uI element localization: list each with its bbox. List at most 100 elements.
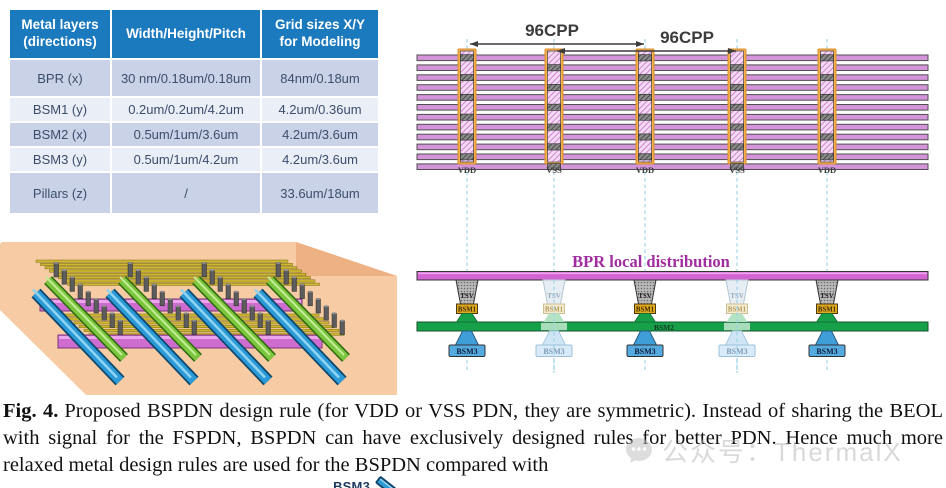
bsm1-label: BSM1	[458, 307, 477, 314]
ntsv-pillar	[331, 313, 337, 328]
bsm1-via-trapezoid	[633, 313, 657, 323]
via-segment	[820, 93, 834, 101]
ntsv-pillar-top	[159, 290, 165, 293]
ntsv-pillar	[275, 262, 281, 278]
rail-label: VDD	[458, 165, 476, 175]
ntsv-pillar	[61, 269, 67, 285]
metal-rail	[416, 133, 929, 141]
ntsv-pillar-top	[331, 312, 337, 315]
ntsv-pillar-top	[135, 269, 141, 272]
via-segment	[460, 54, 474, 62]
table-cell-layer: BSM1 (y)	[8, 96, 112, 123]
table-cell-layer: BSM3 (y)	[8, 146, 112, 173]
table-cell-whp: 0.2um/0.2um/4.2um	[110, 96, 262, 123]
metal-rail	[416, 104, 929, 111]
metal-rail	[416, 113, 929, 121]
table-cell-layer: Pillars (z)	[8, 171, 112, 215]
via-segment	[547, 163, 561, 171]
figure-caption-text: Proposed BSPDN design rule (for VDD or V…	[3, 400, 944, 476]
via-segment	[460, 93, 474, 101]
ntsv-pillar	[85, 291, 91, 307]
via-segment	[730, 143, 744, 151]
table-cell-layer: BPR (x)	[8, 58, 112, 98]
bsm3-via-trapezoid	[454, 330, 480, 347]
ntsv-pillar	[175, 305, 181, 321]
layer-legend: BSM3BSV2BSM2BSV1BSM1nTSVBPR	[316, 475, 402, 488]
metal-rail	[416, 163, 929, 170]
ntsv-pillar-top	[143, 276, 149, 279]
bsm3-box	[448, 344, 486, 357]
ntsv-pillar	[167, 298, 173, 314]
ntsv-pillar-top	[291, 276, 297, 279]
ntsv-pillar-top	[167, 298, 173, 300]
bsm1-label: BSM1	[818, 307, 837, 314]
ntsv-pillar-top	[85, 290, 91, 293]
ntsv-pillar	[117, 320, 123, 335]
ntsv-pillar	[127, 262, 133, 278]
via-segment	[638, 153, 652, 161]
ntsv-pillar-top	[53, 262, 59, 264]
pitch-label: 96CPP	[525, 21, 579, 40]
tsv-label: TSV	[638, 292, 652, 300]
via-segment	[547, 103, 561, 111]
via-segment	[730, 163, 744, 171]
via-segment	[730, 84, 744, 91]
metal-rail	[416, 54, 929, 62]
ntsv-pillar-top	[175, 305, 181, 308]
table-row: Pillars (z)/33.6um/18um	[8, 171, 380, 215]
legend-item: BSM3	[316, 475, 402, 488]
column-header: Grid sizes X/Y for Modeling	[260, 8, 380, 60]
bsm3-label: BSM3	[456, 347, 477, 356]
ntsv-pillar	[135, 269, 141, 285]
via-segment	[820, 113, 834, 121]
pitch-label: 96CPP	[660, 28, 714, 47]
bsm3-box	[626, 344, 664, 357]
bpr-rod	[35, 259, 289, 263]
legend-label: BSM3	[333, 478, 370, 488]
bsm3-highlight	[32, 288, 118, 379]
ntsv-pillar	[159, 291, 165, 307]
ntsv-pillar	[291, 277, 297, 292]
figure-number: Fig. 4.	[3, 400, 59, 422]
ntsv-pillar	[249, 305, 255, 321]
ntsv-pillar	[339, 320, 345, 335]
ntsv-pillar-top	[191, 319, 197, 322]
ntsv-pillar	[69, 277, 75, 292]
ntsv-pillar-top	[315, 298, 321, 300]
bsm1-highlight	[267, 276, 345, 356]
bpr-distribution-bar	[416, 271, 929, 281]
design-rule-table: Metal layers (directions)Width/Height/Pi…	[8, 8, 380, 215]
bpr-rod	[40, 263, 293, 266]
tsv-label: TSV	[460, 292, 474, 300]
ntsv-pillar-top	[323, 305, 329, 308]
rail-label: VDD	[818, 165, 836, 175]
metal-rail	[416, 64, 929, 72]
column-header: Metal layers (directions)	[8, 8, 112, 60]
ntsv-pillar	[209, 269, 215, 285]
metal-rail	[416, 74, 929, 81]
bsm2-bus-label: BSM2	[654, 323, 674, 332]
bsm1-via-trapezoid	[455, 313, 479, 323]
bsm1-label: BSM1	[728, 307, 747, 314]
table-cell-grid: 33.6um/18um	[260, 171, 380, 215]
via-segment	[820, 133, 834, 141]
via-segment	[547, 84, 561, 91]
power-rail-fill	[460, 50, 474, 163]
table-header: Metal layers (directions)Width/Height/Pi…	[8, 8, 380, 60]
ntsv-pillar	[257, 313, 263, 328]
ntsv-pillar-top	[339, 319, 345, 322]
ntsv-pillar-top	[233, 290, 239, 293]
via-segment	[730, 64, 744, 72]
bsm1-highlight	[193, 276, 271, 356]
via-segment	[460, 113, 474, 121]
via-segment	[547, 143, 561, 151]
bsm3-label: BSM3	[816, 347, 837, 356]
rail-label: VSS	[729, 165, 745, 175]
bsm3-highlight	[180, 288, 266, 379]
bsm3-highlight	[106, 288, 192, 379]
via-segment	[547, 123, 561, 131]
bpr-rod	[44, 266, 298, 270]
via-segment	[547, 64, 561, 72]
